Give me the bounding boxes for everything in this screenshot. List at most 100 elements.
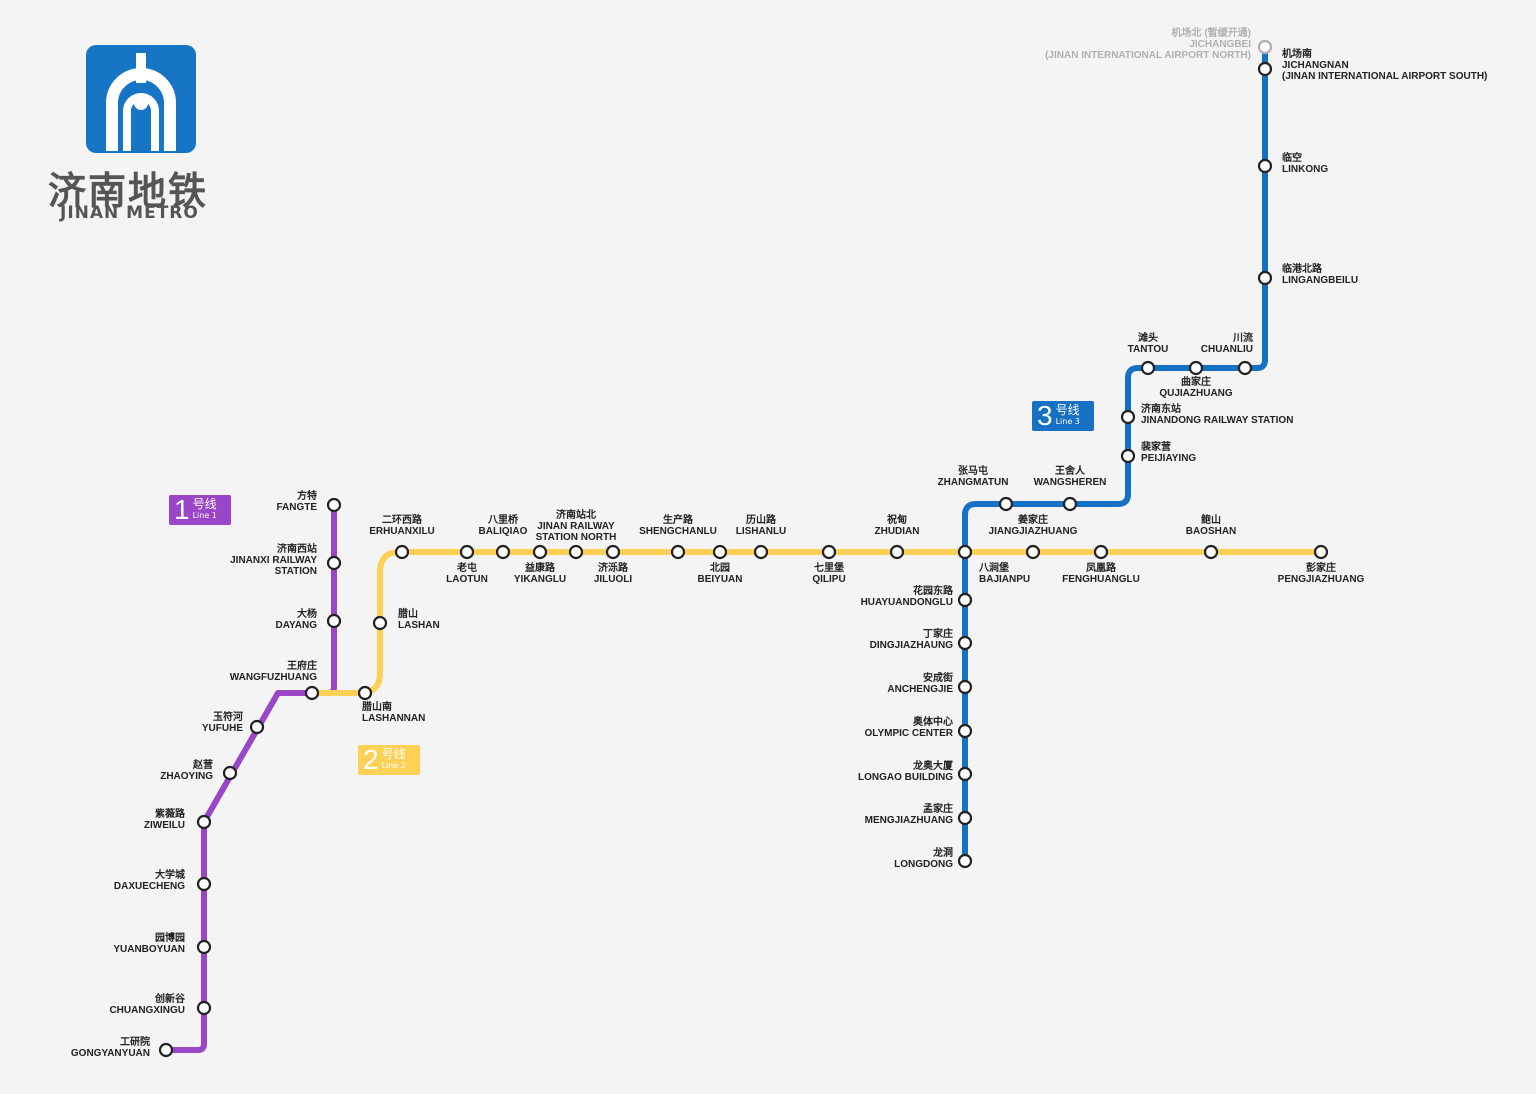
station-marker[interactable] [568, 544, 584, 560]
line-3-badge[interactable]: 3 号线 Line 3 [1032, 401, 1094, 431]
station-marker[interactable] [1203, 544, 1219, 560]
station-marker[interactable] [158, 1042, 174, 1058]
station-marker[interactable] [1120, 409, 1136, 425]
station-name-cn: 安成街 [923, 671, 953, 684]
station-marker[interactable] [304, 685, 320, 701]
station-marker[interactable] [1313, 544, 1329, 560]
station-marker[interactable] [495, 544, 511, 560]
station-marker[interactable] [670, 544, 686, 560]
station-marker[interactable] [889, 544, 905, 560]
station-marker[interactable] [1257, 61, 1273, 77]
station-marker[interactable] [957, 635, 973, 651]
station-marker[interactable] [1257, 270, 1273, 286]
station-marker[interactable] [957, 810, 973, 826]
line-1-badge[interactable]: 1 号线 Line 1 [169, 495, 231, 525]
station-name-cn: 腊山 [398, 607, 418, 620]
station-marker[interactable] [1093, 544, 1109, 560]
station-marker[interactable] [957, 723, 973, 739]
station-marker[interactable] [1140, 360, 1156, 376]
station-marker[interactable] [196, 1000, 212, 1016]
station-marker[interactable] [1257, 39, 1273, 55]
station-marker[interactable] [957, 853, 973, 869]
station-marker[interactable] [196, 939, 212, 955]
station-marker[interactable] [753, 544, 769, 560]
station-marker[interactable] [957, 544, 973, 560]
station-marker[interactable] [326, 555, 342, 571]
station-marker[interactable] [326, 613, 342, 629]
station-marker[interactable] [326, 497, 342, 513]
station-marker[interactable] [1062, 496, 1078, 512]
station-marker[interactable] [1188, 360, 1204, 376]
station-marker[interactable] [357, 685, 373, 701]
station-marker[interactable] [394, 544, 410, 560]
station-marker[interactable] [196, 814, 212, 830]
station-marker[interactable] [712, 544, 728, 560]
station-marker[interactable] [957, 592, 973, 608]
station-marker[interactable] [372, 615, 388, 631]
station-marker[interactable] [605, 544, 621, 560]
station-name-en: TANTOU [1128, 344, 1169, 355]
station-marker[interactable] [1257, 158, 1273, 174]
station-marker[interactable] [957, 679, 973, 695]
station-jichangbei[interactable]: 机场北 (暂缓开通)JICHANGBEI(JINAN INTERNATIONAL… [1045, 26, 1273, 61]
station-marker[interactable] [532, 544, 548, 560]
station-marker[interactable] [1120, 448, 1136, 464]
station-marker[interactable] [1025, 544, 1041, 560]
station-marker[interactable] [1237, 360, 1253, 376]
station-marker[interactable] [821, 544, 837, 560]
line-2-badge[interactable]: 2 号线 Line 2 [358, 745, 420, 775]
station-marker[interactable] [998, 496, 1014, 512]
station-marker[interactable] [459, 544, 475, 560]
station-marker[interactable] [196, 876, 212, 892]
station-marker[interactable] [957, 766, 973, 782]
station-marker[interactable] [249, 719, 265, 735]
station-marker[interactable] [222, 765, 238, 781]
